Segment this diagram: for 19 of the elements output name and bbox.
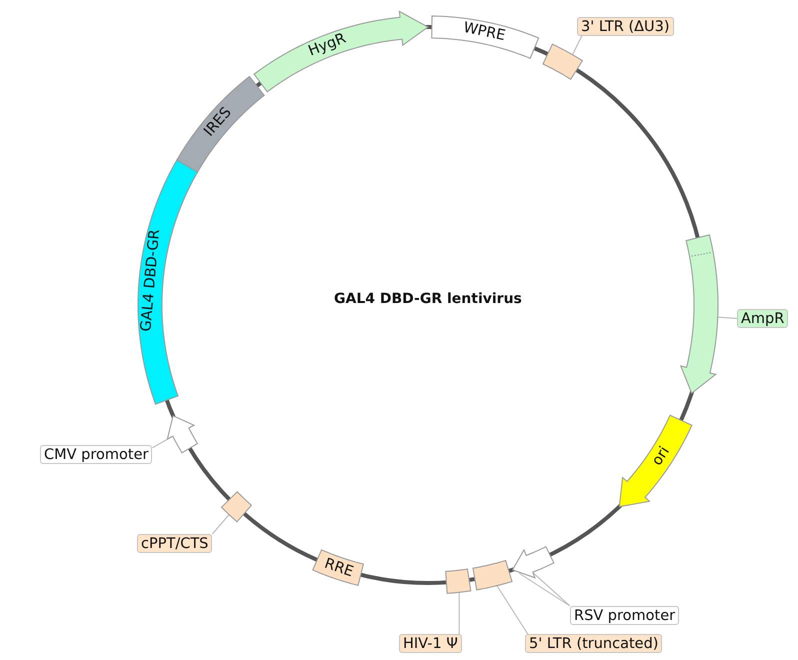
feature-name: GAL4 DBD-GR xyxy=(138,229,164,333)
leader-line xyxy=(717,316,738,319)
feature-label: CMV promoter xyxy=(40,445,152,464)
leader-line xyxy=(572,36,582,56)
leader-line xyxy=(458,592,460,634)
feature-label: cPPT/CTS xyxy=(137,534,212,553)
feature-name: ori xyxy=(648,444,674,470)
feature-label: RSV promoter xyxy=(570,606,680,625)
feature-label: AmpR xyxy=(737,309,788,328)
feature-name: WPRE xyxy=(462,20,507,46)
feature-name: HygR xyxy=(306,31,348,61)
feature-name: RRE xyxy=(322,555,356,581)
leader-line xyxy=(496,585,528,634)
leader-line xyxy=(518,572,570,606)
feature-label: 3' LTR (ΔU3) xyxy=(577,17,674,36)
leader-line xyxy=(212,514,230,534)
map-title: GAL4 DBD-GR lentivirus xyxy=(334,290,522,308)
feature-label: HIV-1 Ψ xyxy=(399,634,462,653)
feature-label: 5' LTR (truncated) xyxy=(525,634,662,653)
